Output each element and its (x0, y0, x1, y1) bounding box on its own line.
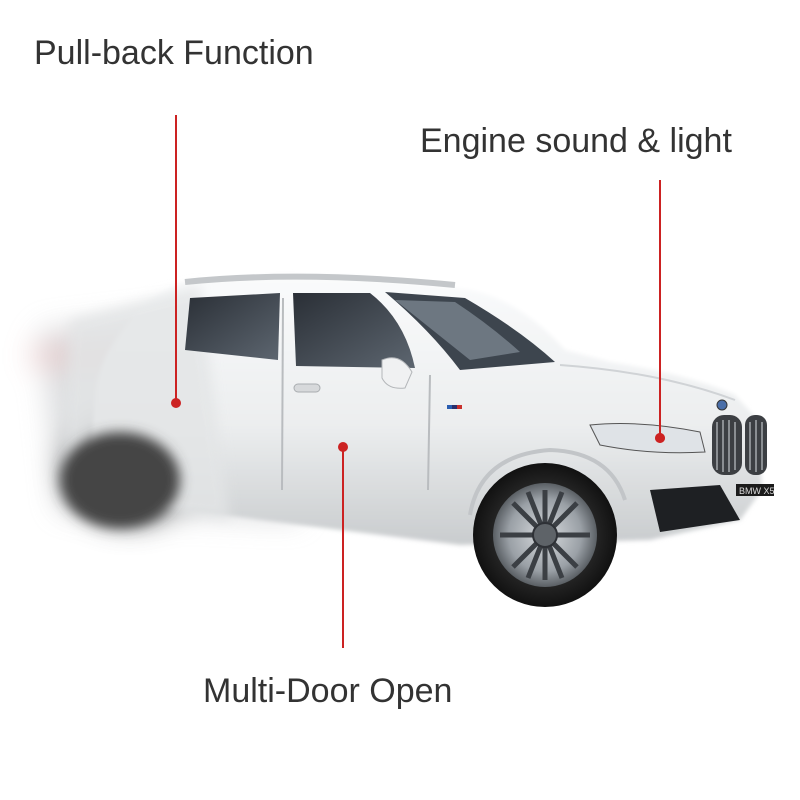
rear-wheel (60, 432, 180, 528)
engine-callout-dot (655, 433, 665, 443)
engine-sound-light-label: Engine sound & light (420, 122, 732, 160)
pull-back-callout-dot (171, 398, 181, 408)
door-callout-dot (338, 442, 348, 452)
license-plate: BMW X5 (739, 486, 775, 496)
front-wheel (473, 463, 617, 607)
pull-back-function-label: Pull-back Function (34, 34, 314, 72)
kidney-grille (712, 415, 767, 475)
multi-door-open-label: Multi-Door Open (203, 672, 453, 710)
callout-lines (171, 115, 665, 648)
m-badge (447, 405, 462, 409)
